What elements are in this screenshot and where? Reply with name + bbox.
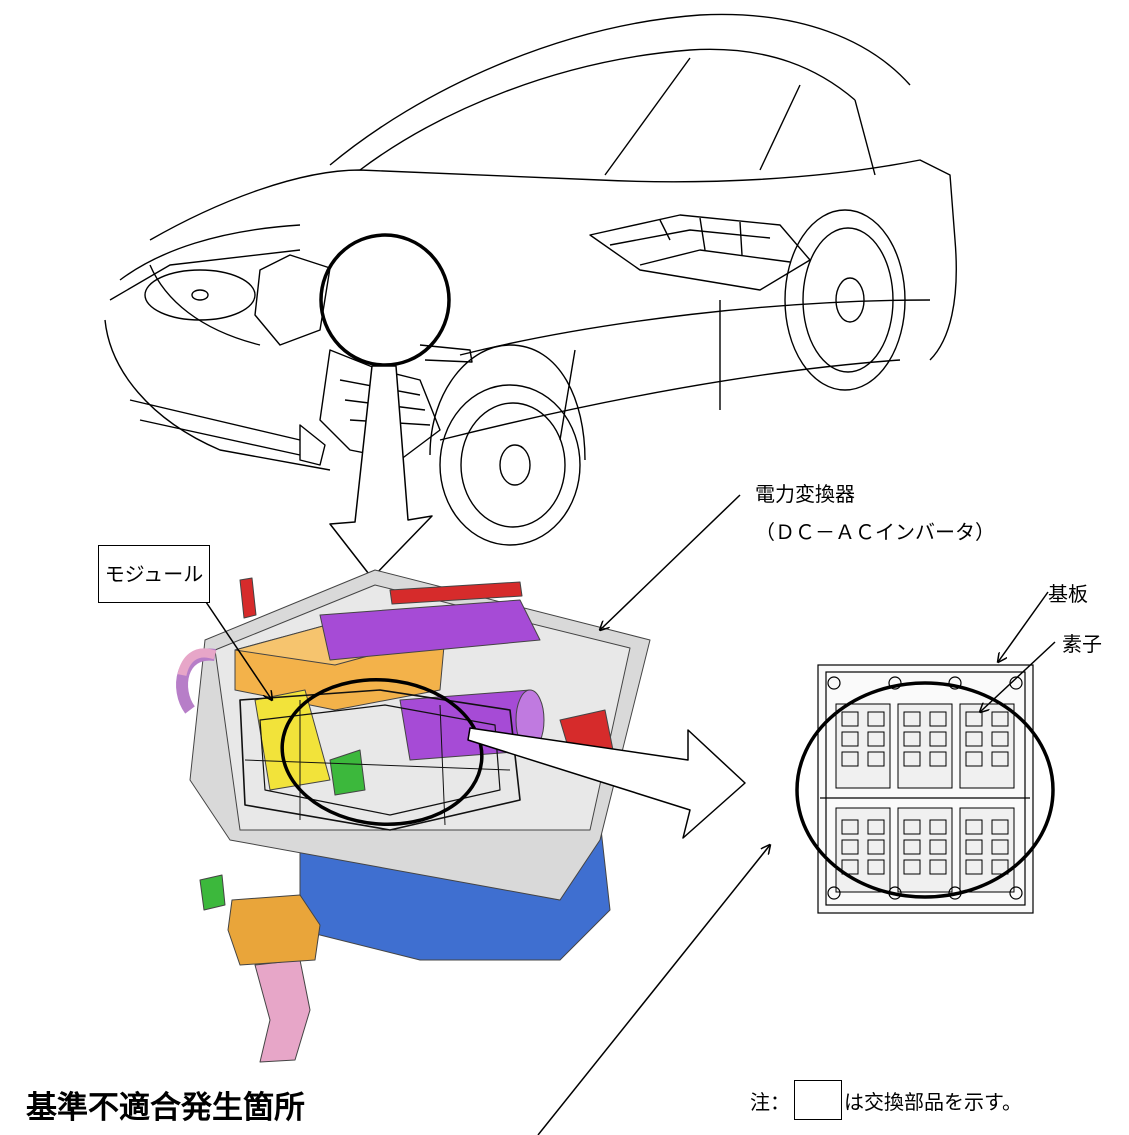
note-prefix: 注： xyxy=(750,1089,790,1114)
converter-label-line1: 電力変換器 xyxy=(755,482,855,506)
module-highlight-circle xyxy=(280,677,484,827)
failure-leader xyxy=(537,845,770,1135)
down-arrow xyxy=(329,365,433,579)
element-leader xyxy=(980,641,1056,712)
substrate-label: 基板 xyxy=(1048,582,1088,606)
car-illustration xyxy=(104,13,957,546)
converter-label-line2: （ＤＣ－ＡＣインバータ） xyxy=(755,520,995,544)
failure-location-title: 基準不適合発生箇所 xyxy=(26,1090,305,1126)
module-leader xyxy=(205,601,272,700)
right-arrow xyxy=(467,727,746,839)
engine-highlight-circle xyxy=(319,233,451,367)
note-suffix: は交換部品を示す。 xyxy=(844,1089,1022,1114)
converter-leader xyxy=(600,494,741,630)
module-label: モジュール xyxy=(104,562,204,586)
replacement-part-swatch xyxy=(794,1080,842,1120)
substrate-illustration xyxy=(817,664,1034,914)
module-callout-box: モジュール xyxy=(98,545,210,603)
element-label: 素子 xyxy=(1062,632,1102,656)
substrate-leader xyxy=(998,591,1049,662)
substrate-highlight-circle xyxy=(795,681,1055,899)
note: 注： は交換部品を示す。 xyxy=(750,1080,1022,1120)
leader-lines xyxy=(205,494,1056,1135)
inverter-illustration xyxy=(176,569,651,1063)
